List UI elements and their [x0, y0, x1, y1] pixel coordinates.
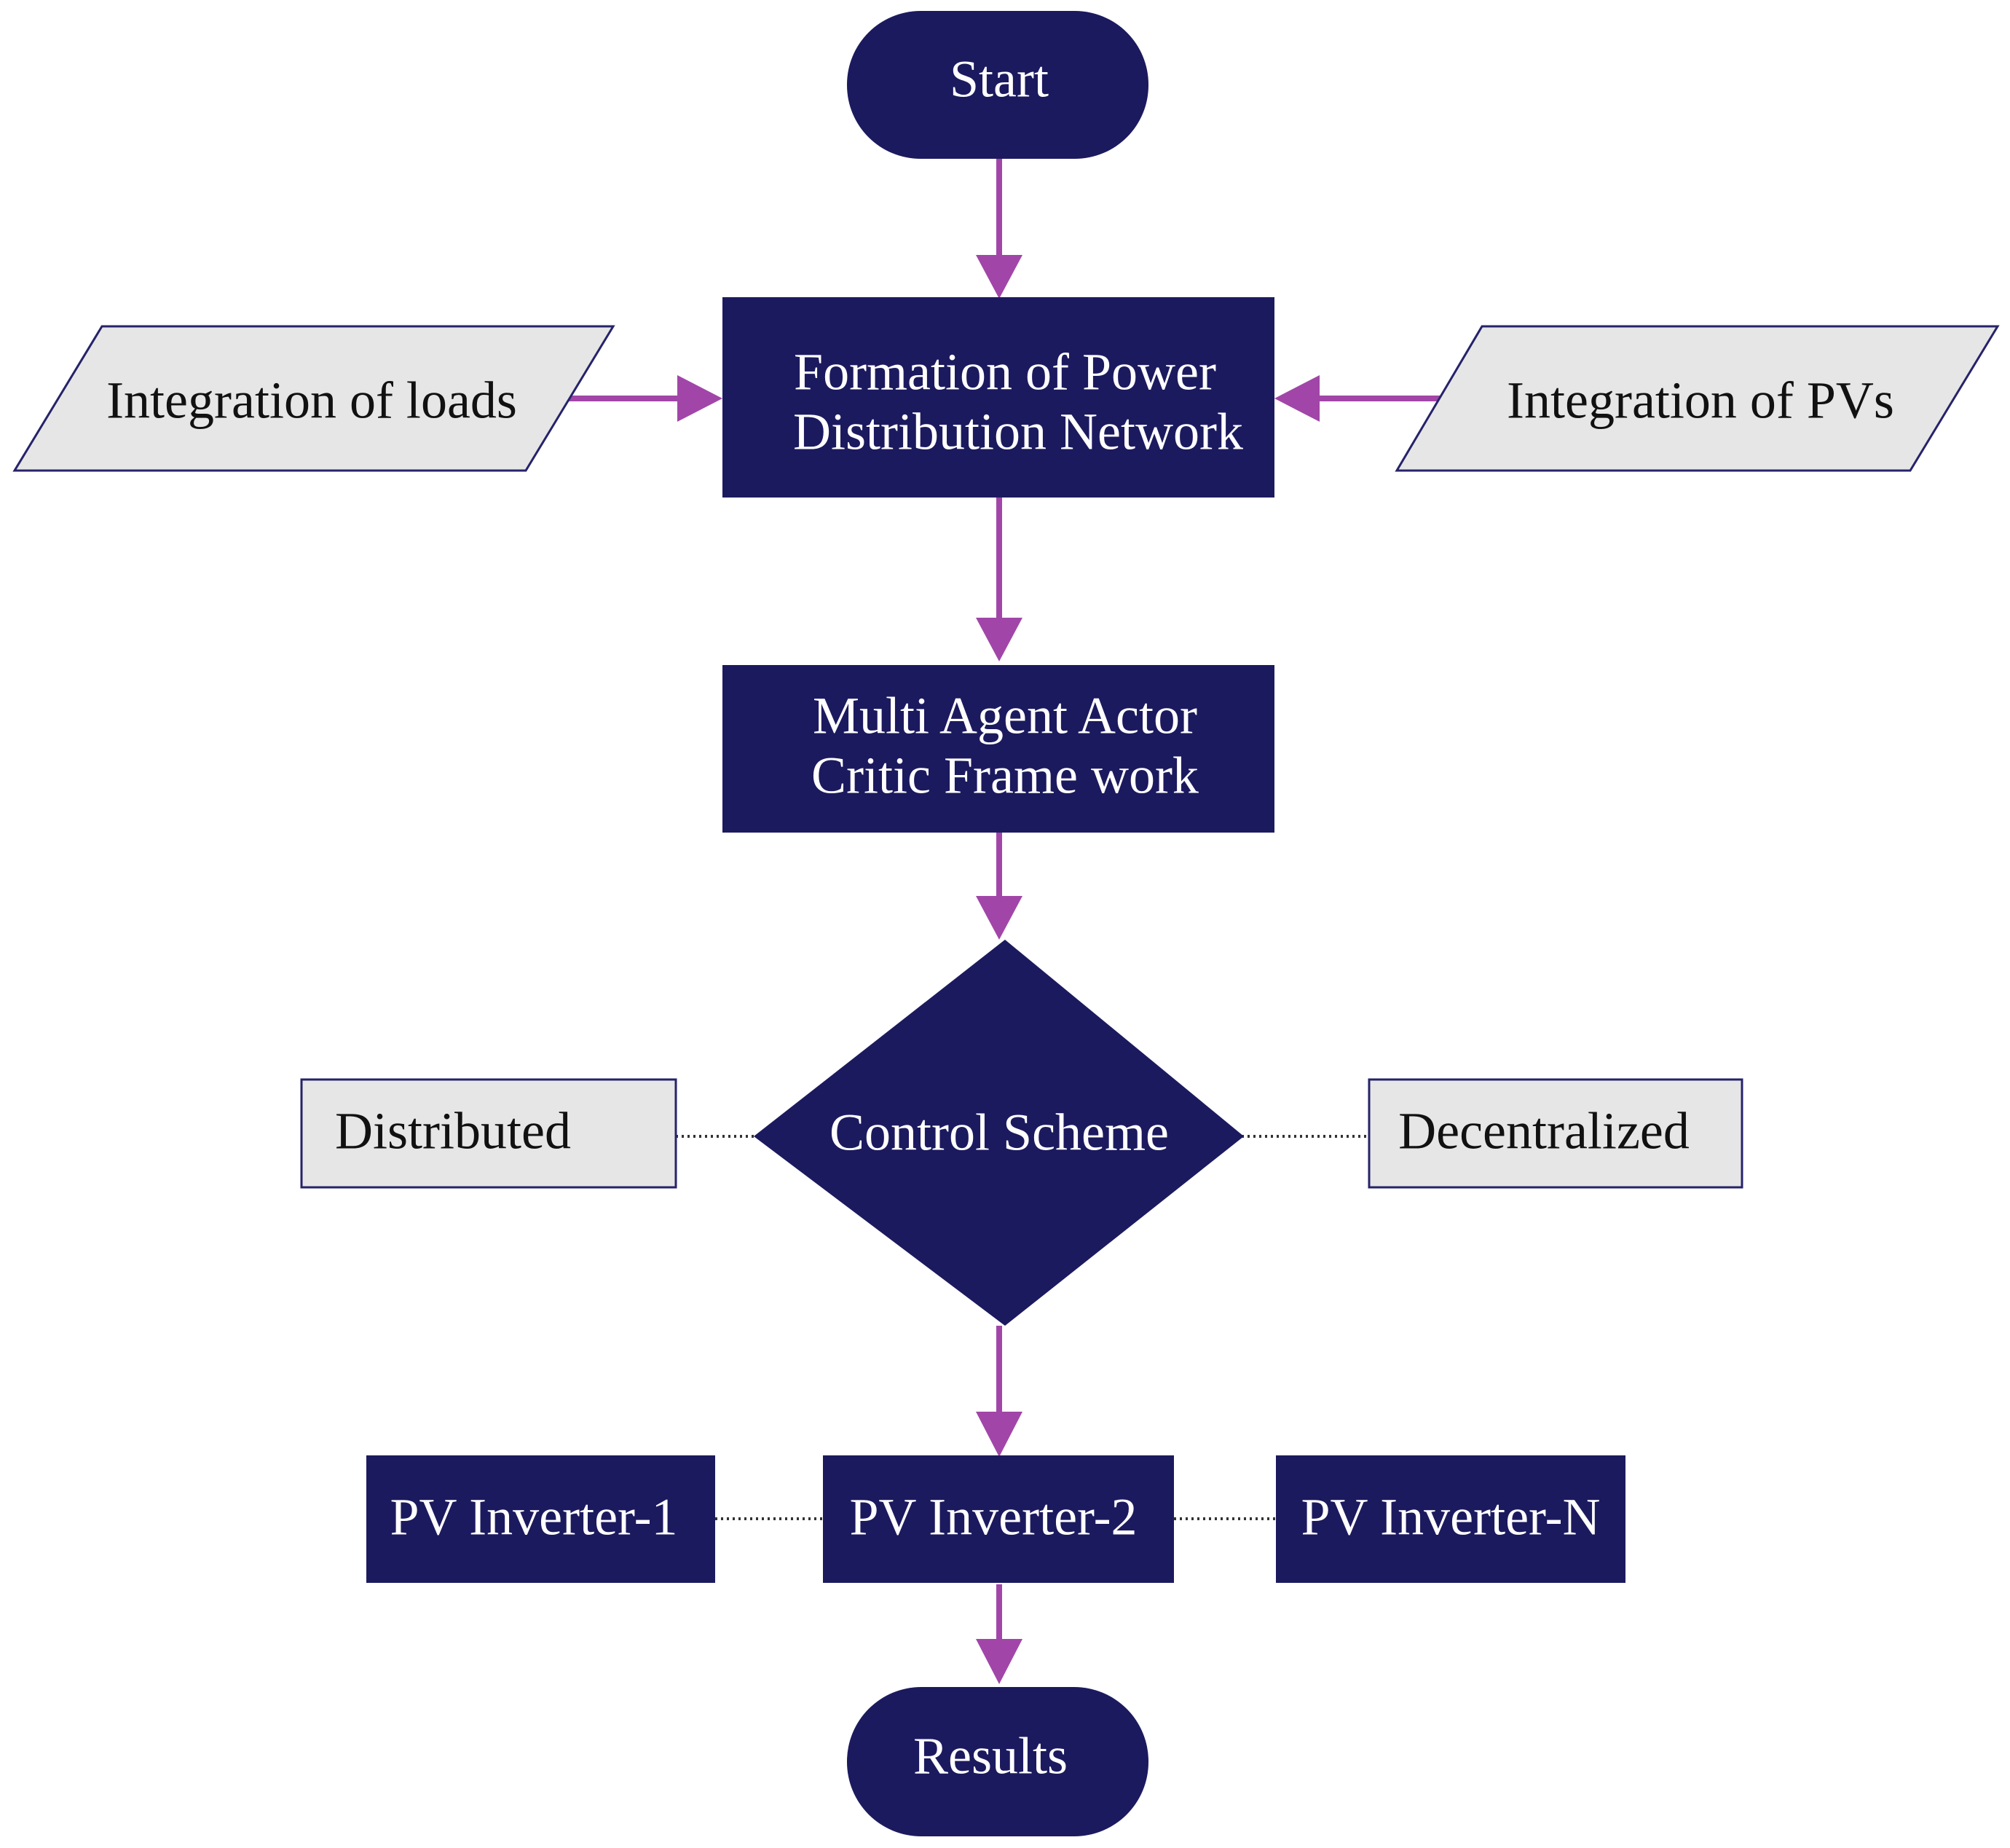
control-scheme-label: Control Scheme — [829, 1104, 1169, 1162]
macf-node: Multi Agent Actor Critic Frame work — [722, 665, 1274, 833]
pv-inverter-2-node: PV Inverter-2 — [823, 1455, 1174, 1583]
distributed-node: Distributed — [300, 1078, 677, 1189]
arrowhead-inverters-to-results — [976, 1639, 1022, 1684]
arrowhead-macf-to-control — [976, 896, 1022, 940]
formation-node: Formation of Power Distribution Network — [722, 297, 1274, 498]
pv-inverter-1-node: PV Inverter-1 — [366, 1455, 715, 1583]
results-node: Results — [847, 1687, 1148, 1836]
arrowhead-control-to-inverters — [976, 1412, 1022, 1457]
connectors — [568, 159, 1442, 1684]
formation-label-line2: Distribution Network — [793, 403, 1243, 461]
start-node: Start — [847, 11, 1148, 159]
pv-inverter-2-label: PV Inverter-2 — [849, 1488, 1137, 1546]
arrowhead-start-to-formation — [976, 255, 1022, 299]
decentralized-label: Decentralized — [1398, 1102, 1690, 1160]
macf-label-line1: Multi Agent Actor — [813, 687, 1197, 745]
pv-inverter-1-label: PV Inverter-1 — [390, 1488, 677, 1546]
arrowhead-pvs-to-formation — [1274, 375, 1320, 422]
pv-inverter-n-label: PV Inverter-N — [1301, 1488, 1600, 1546]
control-scheme-node: Control Scheme — [754, 940, 1244, 1326]
macf-label-line2: Critic Frame work — [811, 747, 1199, 805]
decentralized-node: Decentralized — [1368, 1078, 1743, 1189]
loads-input-node: Integration of loads — [12, 325, 615, 472]
loads-label: Integration of loads — [106, 371, 517, 430]
arrowhead-formation-to-macf — [976, 618, 1022, 661]
arrowhead-loads-to-formation — [677, 375, 722, 422]
pv-inverter-n-node: PV Inverter-N — [1276, 1455, 1625, 1583]
formation-label-line1: Formation of Power — [794, 343, 1216, 401]
results-label: Results — [913, 1727, 1068, 1785]
pvs-input-node: Integration of PVs — [1395, 325, 2000, 472]
start-label: Start — [950, 50, 1049, 109]
pvs-label: Integration of PVs — [1507, 371, 1894, 430]
distributed-label: Distributed — [335, 1102, 571, 1160]
